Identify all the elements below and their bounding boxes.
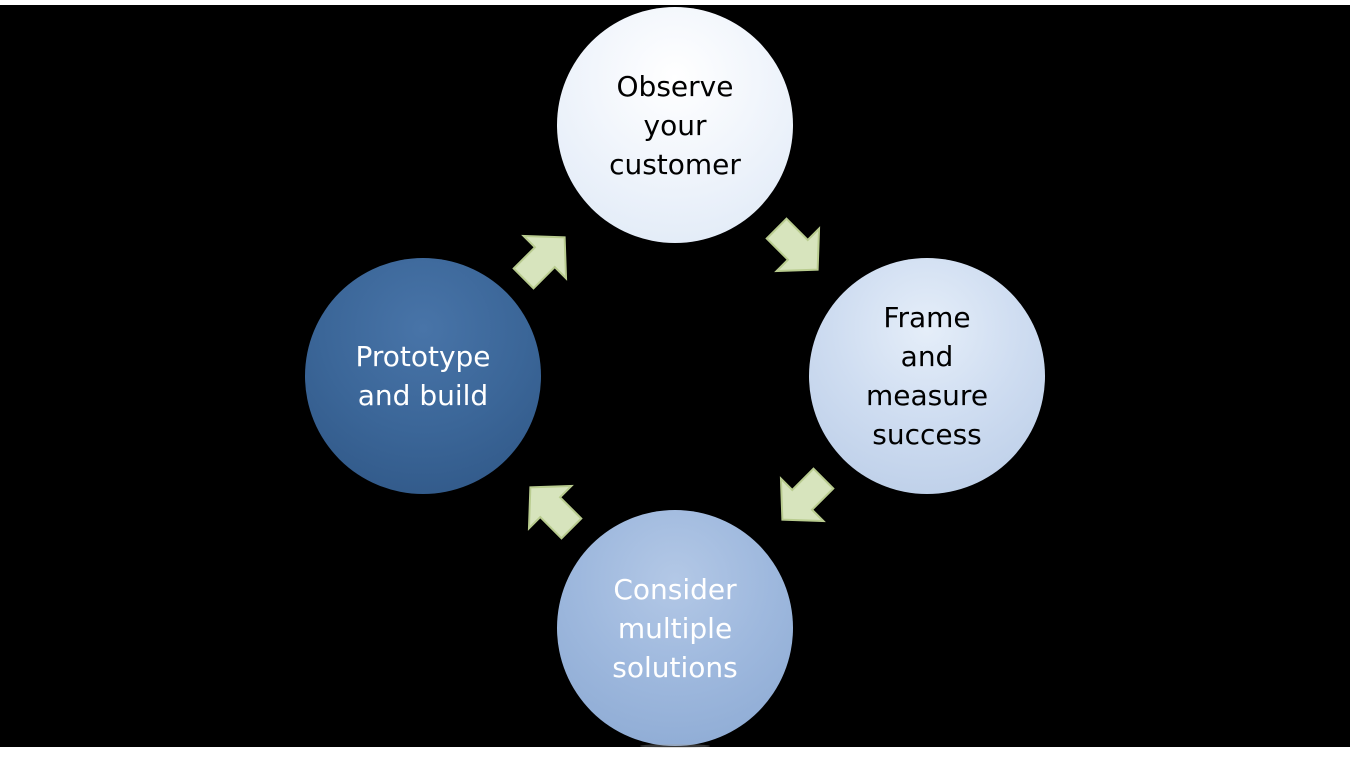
arrow-prototype-to-observe: [512, 234, 568, 290]
node-frame-line-1: Frame and: [883, 301, 971, 373]
node-frame-label: Frame and measure success: [809, 298, 1045, 454]
node-consider-line-1: Consider: [613, 572, 737, 606]
node-prototype-line-2: and build: [357, 379, 489, 412]
node-consider-multiple-solutions: Consider multiple solutions: [557, 510, 793, 746]
node-observe-line-3: customer: [609, 147, 741, 181]
node-observe-label: Observe your customer: [561, 67, 789, 184]
node-frame-line-3: success: [872, 418, 982, 451]
arrow-frame-to-consider: [779, 467, 835, 523]
node-frame-line-2: measure: [865, 379, 989, 412]
node-observe-line-1: Observe: [616, 69, 734, 103]
node-prototype-line-1: Prototype: [355, 340, 491, 373]
arrow-consider-to-prototype: [527, 484, 583, 540]
node-observe-line-2: your: [643, 108, 707, 142]
node-consider-line-2: multiple: [617, 611, 733, 645]
node-frame-and-measure-success: Frame and measure success: [809, 258, 1045, 494]
slide-background: Observe your customer Frame and measure …: [0, 5, 1350, 747]
node-prototype-label: Prototype and build: [307, 337, 538, 415]
arrow-observe-to-frame: [765, 217, 821, 273]
bottom-reflection: [640, 744, 710, 748]
node-consider-line-3: solutions: [612, 650, 738, 684]
node-consider-label: Consider multiple solutions: [564, 570, 785, 687]
node-prototype-and-build: Prototype and build: [305, 258, 541, 494]
node-observe-your-customer: Observe your customer: [557, 7, 793, 243]
cycle-arrows: [512, 217, 835, 540]
